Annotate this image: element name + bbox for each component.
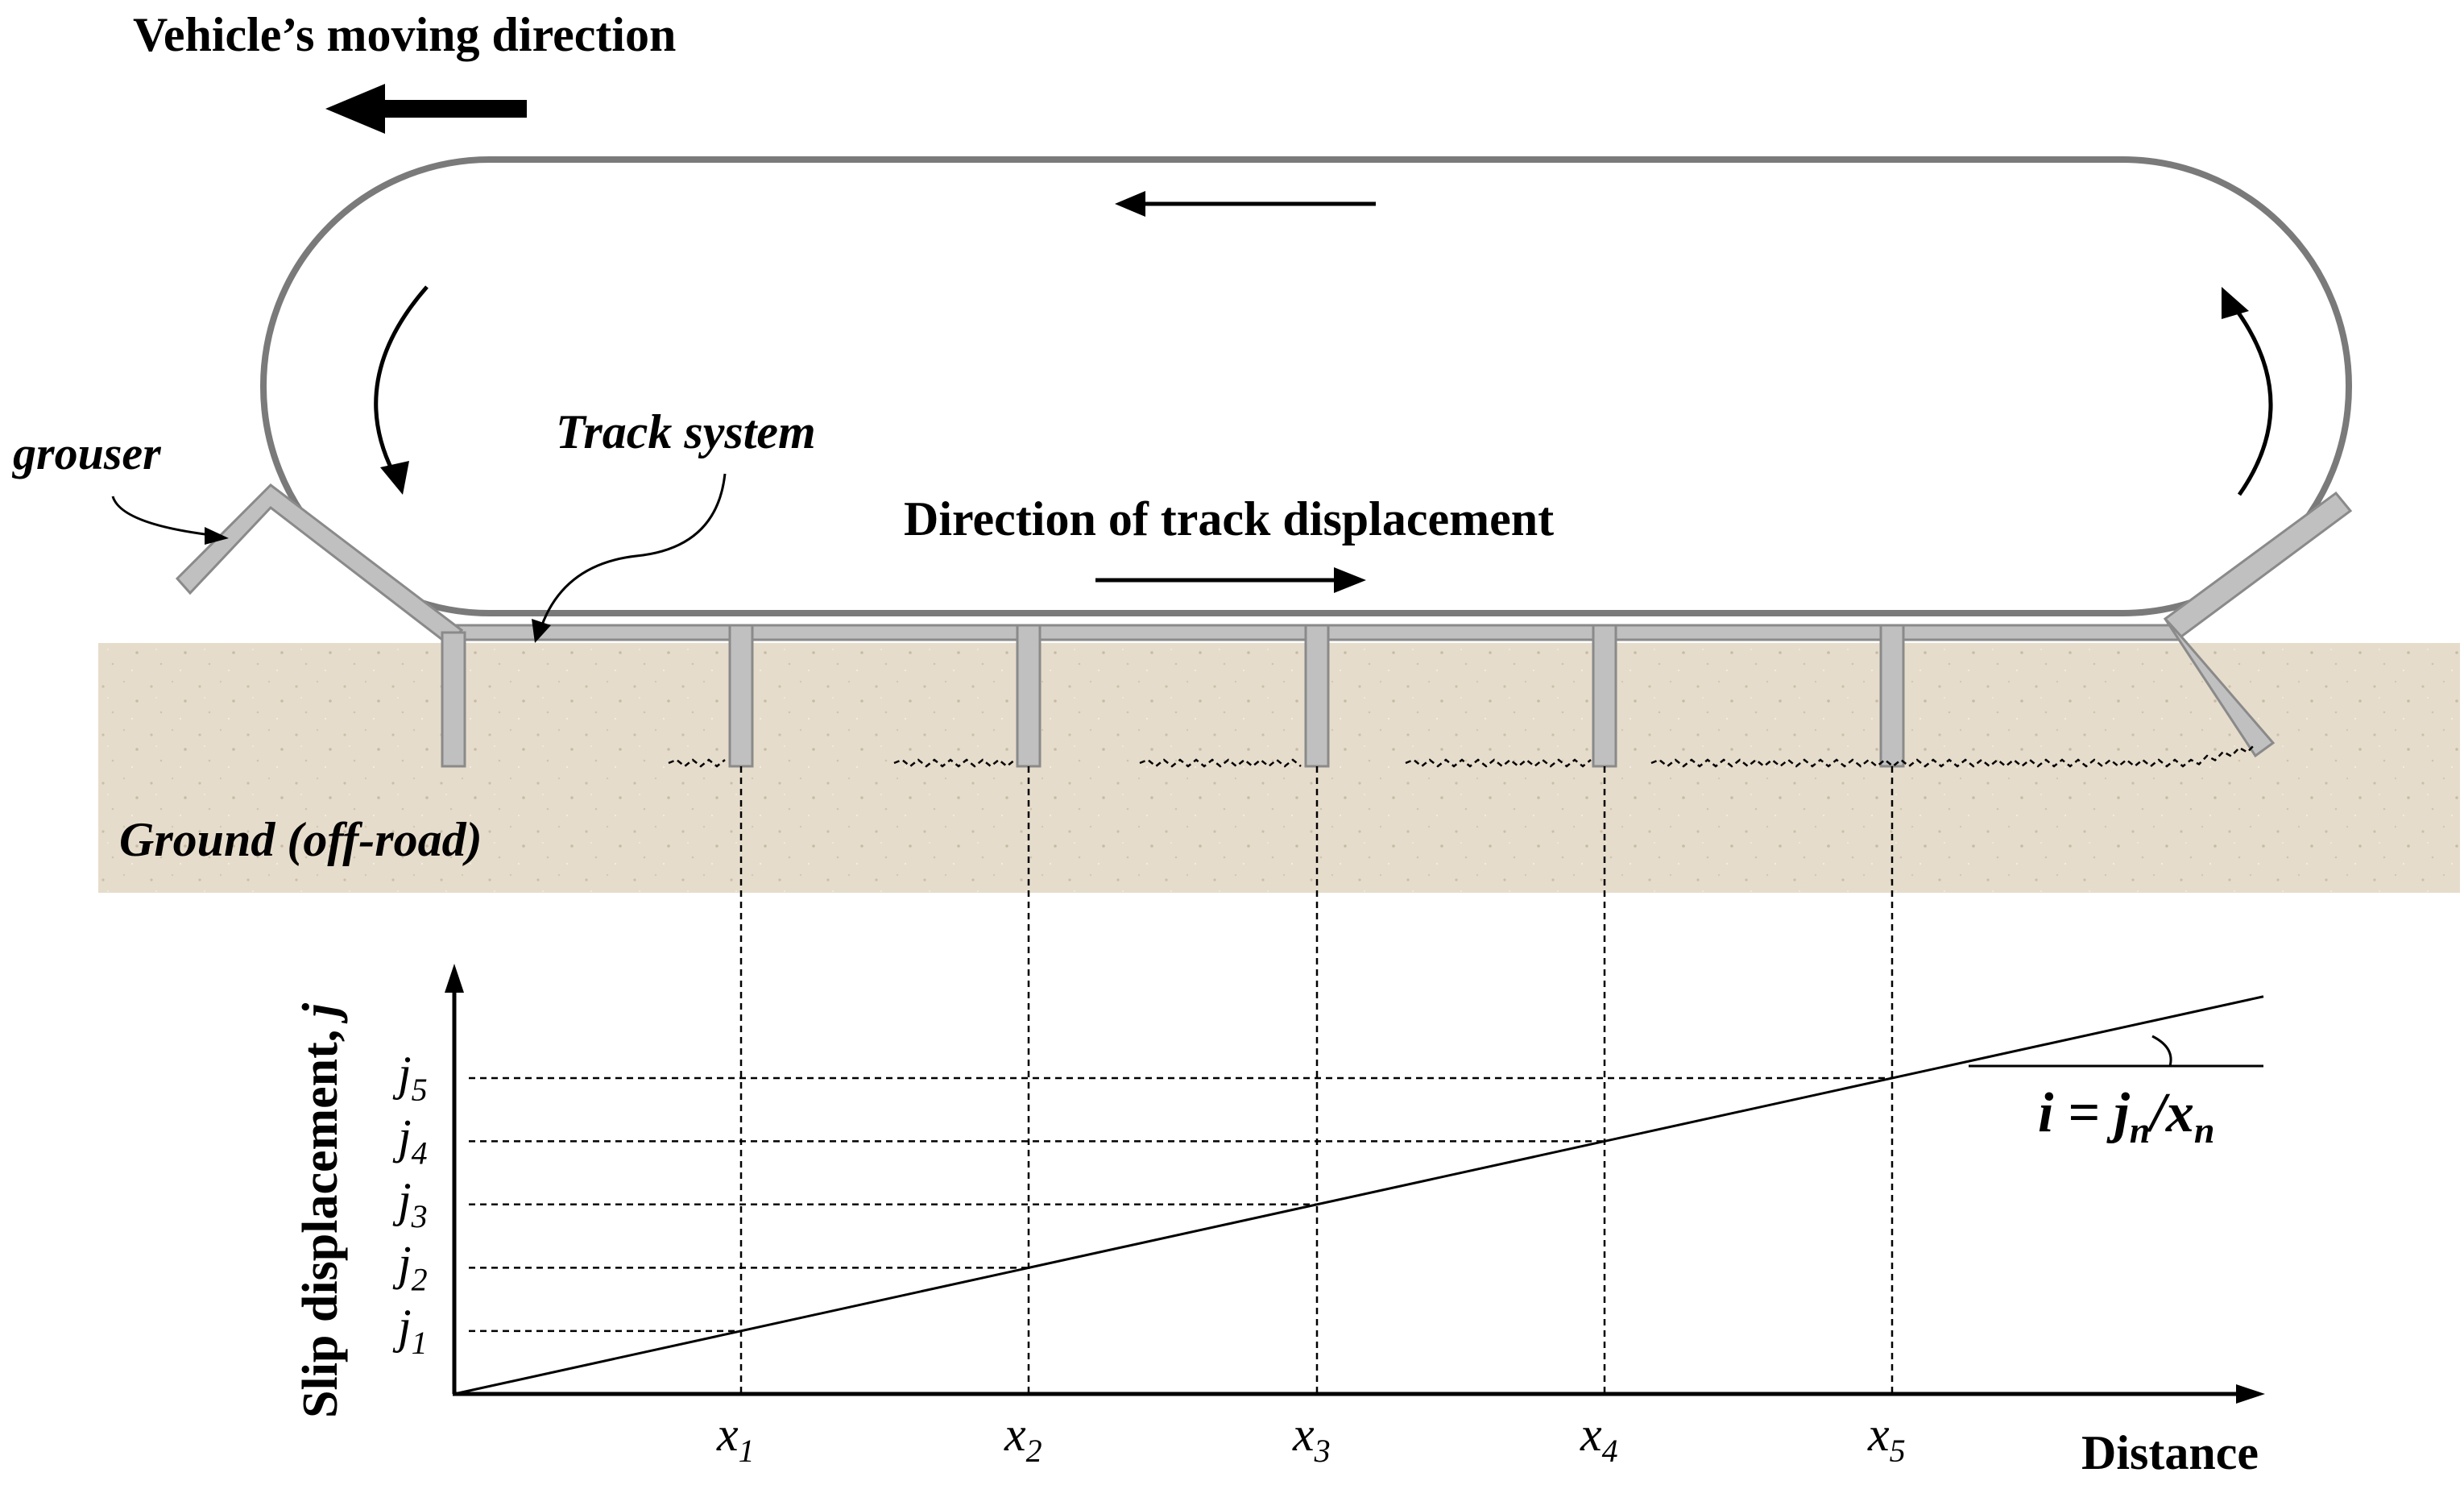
y-axis-label-text: Slip displacement, xyxy=(293,1017,348,1418)
y-tick-label: j3 xyxy=(392,1173,428,1234)
y-axis-arrowhead xyxy=(445,964,464,993)
y-tick-label: j2 xyxy=(392,1236,428,1297)
grouser-vertical xyxy=(1592,624,1617,768)
grousers xyxy=(175,483,2353,768)
grouser-vertical xyxy=(441,631,466,768)
projection-lines-vertical xyxy=(739,766,1894,1394)
x-tick-label: x2 xyxy=(1004,1408,1042,1469)
grouser-leader xyxy=(111,496,212,537)
slip-formula: i = jn/xn xyxy=(2038,1082,2214,1151)
track-rotation-arrows xyxy=(374,191,2273,496)
plot-axes xyxy=(445,964,2265,1404)
grouser-vertical xyxy=(1304,624,1330,768)
y-tick-label: j5 xyxy=(392,1047,428,1108)
grouser-label: grouser xyxy=(11,427,161,479)
formula-sub: n xyxy=(2130,1110,2151,1151)
leader-lines xyxy=(111,473,727,643)
track-displacement-label: Direction of track displacement xyxy=(904,492,1554,545)
slip-trace xyxy=(668,758,726,768)
x-tick-label: x3 xyxy=(1292,1408,1331,1469)
grouser-vertical xyxy=(1879,624,1905,768)
track-displacement-arrow xyxy=(1095,567,1366,593)
x-tick-label: x1 xyxy=(716,1408,755,1469)
x-tick-label: x4 xyxy=(1580,1408,1618,1469)
slip-trace xyxy=(893,758,1016,768)
ground-region xyxy=(98,643,2460,893)
y-tick-label: j1 xyxy=(392,1300,428,1361)
slip-trace xyxy=(1405,758,1592,768)
formula-sub: n xyxy=(2194,1110,2215,1151)
formula-mid: /x xyxy=(2146,1082,2193,1144)
x-axis-arrowhead xyxy=(2236,1384,2265,1404)
x-tick-label: x5 xyxy=(1867,1408,1906,1469)
formula-lhs: i = j xyxy=(2038,1082,2130,1144)
track-system-label: Track system xyxy=(556,405,816,458)
slip-trace xyxy=(1650,743,2256,768)
slip-trace xyxy=(1139,758,1302,768)
ground-label: Ground (off-road) xyxy=(119,813,482,866)
y-axis-label: Slip displacement, j xyxy=(293,1002,348,1418)
x-axis-label: Distance xyxy=(2081,1426,2259,1479)
grouser-right-ground xyxy=(2164,617,2276,758)
x-tick-labels: x1 x2 x3 x4 x5 xyxy=(716,1408,1906,1469)
slip-traces xyxy=(668,743,2256,768)
track-belt xyxy=(260,156,2352,616)
moving-direction-arrow xyxy=(325,84,527,134)
projection-lines-horizontal xyxy=(469,1076,1892,1333)
grouser-vertical xyxy=(728,624,754,768)
slip-line xyxy=(453,995,2264,1396)
slope-angle-marker xyxy=(1969,1035,2263,1068)
y-tick-label: j4 xyxy=(392,1110,428,1171)
moving-direction-label: Vehicle’s moving direction xyxy=(133,8,676,61)
track-system-leader xyxy=(540,473,727,628)
grouser-vertical xyxy=(1016,624,1042,768)
